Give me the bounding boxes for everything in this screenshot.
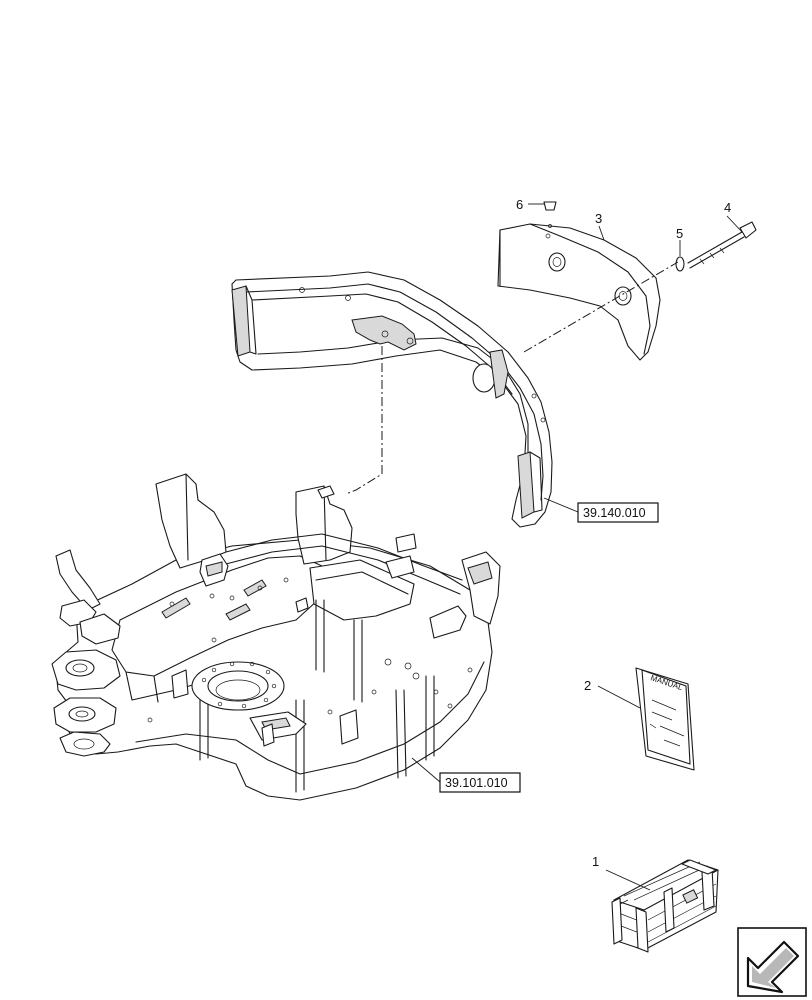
callout-2: 2 bbox=[584, 678, 591, 693]
callout-5: 5 bbox=[676, 226, 683, 241]
reference-label: 39.101.010 bbox=[445, 776, 508, 790]
plug bbox=[543, 201, 557, 228]
manual-book: MANUAL bbox=[635, 667, 695, 771]
arrow-down-left-icon[interactable] bbox=[737, 927, 807, 997]
assembly-line bbox=[345, 346, 383, 495]
reference-label: 39.140.010 bbox=[583, 506, 646, 520]
crate bbox=[611, 859, 719, 953]
reference-box-counterweight[interactable]: 39.140.010 bbox=[577, 502, 659, 523]
upper-frame bbox=[51, 473, 501, 801]
assembly-line bbox=[523, 261, 679, 353]
bolt bbox=[687, 221, 757, 269]
callout-4: 4 bbox=[724, 200, 731, 215]
callout-1: 1 bbox=[592, 854, 599, 869]
callout-3: 3 bbox=[595, 211, 602, 226]
leader-lines bbox=[411, 203, 743, 891]
callout-6: 6 bbox=[516, 197, 523, 212]
washer bbox=[675, 256, 685, 272]
weight-block bbox=[497, 223, 661, 361]
reference-box-frame[interactable]: 39.101.010 bbox=[439, 772, 521, 793]
counterweight bbox=[231, 271, 553, 528]
